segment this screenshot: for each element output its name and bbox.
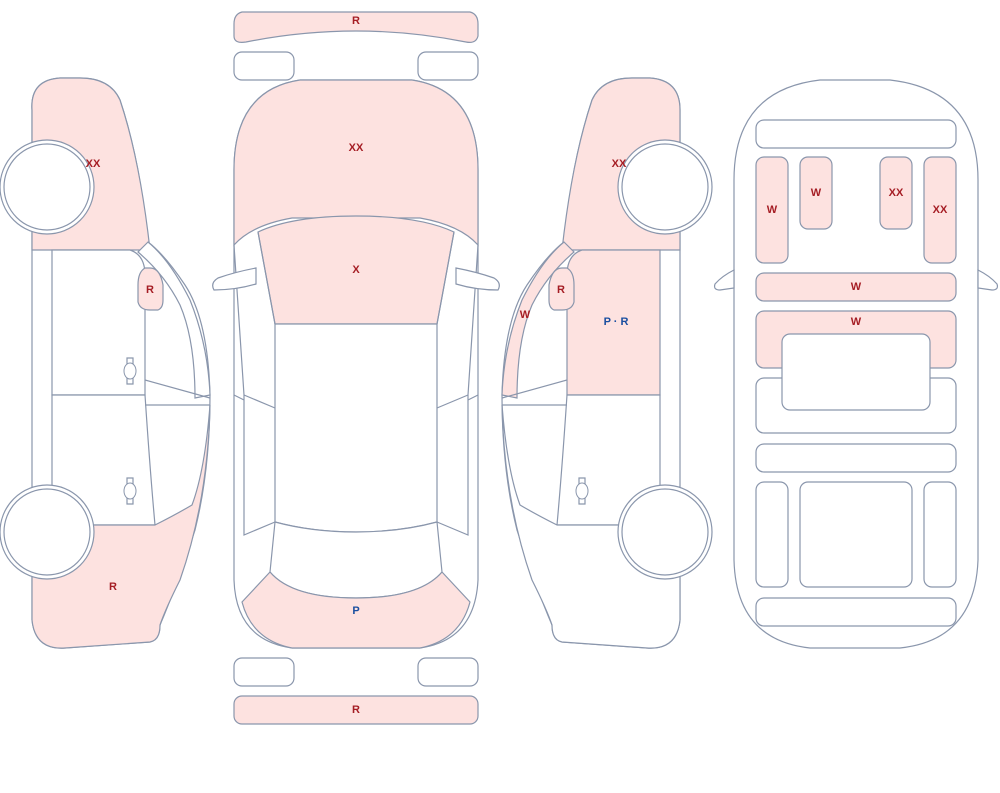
label-interior-front-left-inner: W: [811, 187, 822, 199]
interior-front-left-outer[interactable]: [755, 156, 789, 264]
right-side-view: XX R W P · R: [501, 77, 713, 649]
hood[interactable]: [233, 79, 479, 247]
left-pillar[interactable]: [137, 241, 211, 399]
label-windshield: X: [352, 264, 360, 276]
interior-rear-center-area[interactable]: [799, 481, 913, 588]
left-front-door[interactable]: [51, 249, 146, 396]
interior-view: W W XX XX W W: [713, 79, 999, 649]
interior-front-left-inner[interactable]: [799, 156, 833, 230]
label-interior-front-right-inner: XX: [889, 187, 904, 199]
label-right-front-fender: XX: [612, 158, 627, 170]
label-rear-bumper: R: [352, 704, 360, 716]
interior-center-display[interactable]: [781, 333, 931, 411]
front-left-headlight[interactable]: [233, 51, 295, 81]
label-right-front-door: P · R: [604, 316, 629, 328]
right-a-pillar[interactable]: [501, 241, 575, 399]
label-interior-console: W: [851, 316, 862, 328]
label-trunk-lid: P: [352, 605, 359, 617]
right-mirror-top[interactable]: [455, 267, 500, 291]
left-mirror[interactable]: [137, 267, 164, 311]
roof[interactable]: [274, 323, 438, 533]
interior-left-mirror[interactable]: [713, 269, 735, 291]
label-front-bumper: R: [352, 15, 360, 27]
label-right-a-pillar: W: [520, 309, 531, 321]
right-front-door[interactable]: [566, 249, 661, 396]
rear-bumper[interactable]: [233, 695, 479, 725]
interior-dash-strip[interactable]: [755, 272, 957, 302]
label-interior-front-left-outer: W: [767, 204, 778, 216]
trunk-lid[interactable]: [241, 571, 471, 649]
interior-top-strip[interactable]: [755, 119, 957, 149]
left-window-line: [144, 379, 211, 406]
interior-right-mirror[interactable]: [977, 269, 999, 291]
top-view: R XX X P R: [212, 11, 500, 725]
rear-window[interactable]: [269, 521, 443, 599]
left-side-view: XX R R: [0, 77, 211, 649]
right-rear-wheel[interactable]: [617, 484, 713, 580]
right-rear-quarter[interactable]: [501, 404, 681, 649]
rear-left-taillight[interactable]: [233, 657, 295, 687]
label-left-mirror: R: [146, 284, 154, 296]
front-right-headlight[interactable]: [417, 51, 479, 81]
interior-rear-left-seat[interactable]: [755, 481, 789, 588]
right-window-line: [501, 379, 568, 406]
left-front-wheel[interactable]: [0, 139, 95, 235]
label-hood: XX: [349, 142, 364, 154]
front-bumper[interactable]: [233, 11, 479, 43]
windshield[interactable]: [257, 215, 455, 325]
left-rear-quarter[interactable]: [31, 404, 211, 649]
interior-rear-right-seat[interactable]: [923, 481, 957, 588]
left-side-door-lines: [233, 394, 276, 536]
right-side-door-lines: [436, 394, 479, 536]
label-interior-dash-strip: W: [851, 281, 862, 293]
right-front-wheel[interactable]: [617, 139, 713, 235]
left-door-handle-rear-grip: [123, 482, 137, 500]
right-mirror[interactable]: [548, 267, 575, 311]
left-rear-wheel[interactable]: [0, 484, 95, 580]
right-door-handle-rear-grip: [575, 482, 589, 500]
interior-trunk-strip[interactable]: [755, 597, 957, 627]
left-door-handle-front-grip: [123, 362, 137, 380]
interior-front-right-inner[interactable]: [879, 156, 913, 230]
interior-front-right-outer[interactable]: [923, 156, 957, 264]
label-right-mirror: R: [557, 284, 565, 296]
label-interior-front-right-outer: XX: [933, 204, 948, 216]
label-left-front-fender: XX: [86, 158, 101, 170]
label-left-rear-quarter: R: [109, 581, 117, 593]
left-mirror-top[interactable]: [212, 267, 257, 291]
interior-rear-strip[interactable]: [755, 443, 957, 473]
left-a-pillar-top: [233, 231, 276, 396]
rear-right-taillight[interactable]: [417, 657, 479, 687]
right-a-pillar-top: [436, 231, 479, 396]
